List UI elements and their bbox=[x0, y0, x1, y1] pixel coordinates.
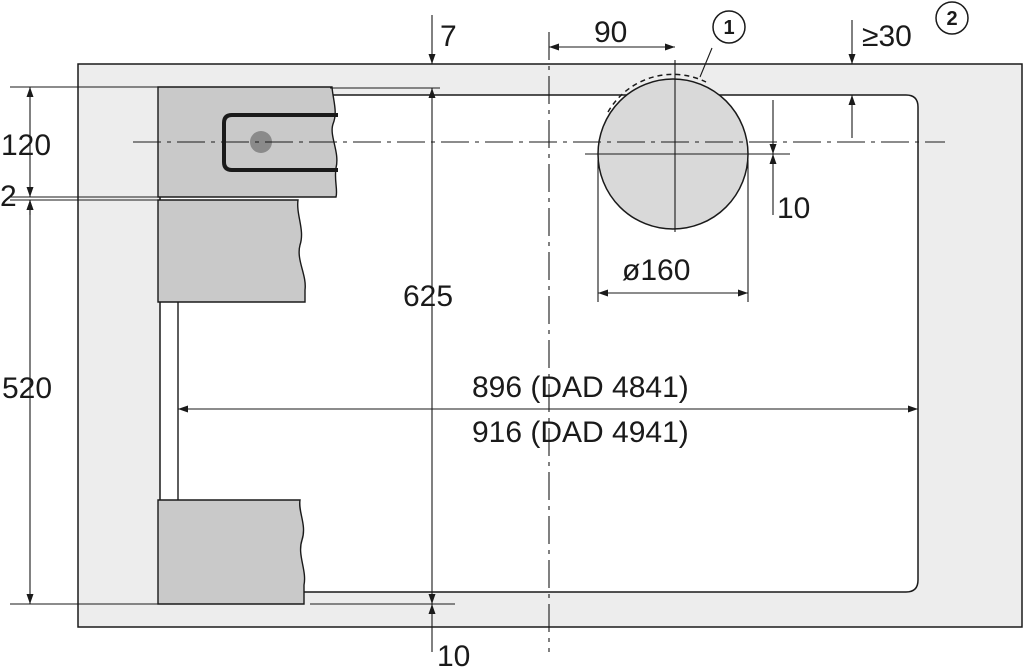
cabinet-front-middle bbox=[157, 199, 306, 303]
dim-height-lower: 520 bbox=[2, 372, 52, 405]
cabinet-front-bottom bbox=[157, 499, 306, 605]
svg-text:2: 2 bbox=[946, 8, 957, 30]
dim-clearance: ≥30 bbox=[862, 20, 912, 53]
dim-bottom-gap: 10 bbox=[437, 640, 470, 669]
dim-width-b: 916 (DAD 4941) bbox=[472, 416, 689, 449]
dim-depth: 625 bbox=[403, 280, 453, 313]
dim-height-upper: 120 bbox=[1, 129, 51, 162]
dim-gap-small: 2 bbox=[0, 180, 17, 213]
circle-dashed-upper bbox=[607, 73, 707, 113]
dim-width-a: 896 (DAD 4841) bbox=[472, 371, 689, 404]
callout-leader bbox=[699, 47, 713, 78]
callout-marker-2: 2 bbox=[935, 1, 969, 35]
dim-diameter: ø160 bbox=[622, 254, 690, 287]
svg-text:1: 1 bbox=[723, 17, 734, 39]
dim-top-gap: 7 bbox=[440, 20, 457, 53]
dim-duct-offset: 90 bbox=[594, 16, 627, 49]
dim-circle-offset: 10 bbox=[777, 192, 810, 225]
handle-knob bbox=[250, 131, 272, 153]
callout-marker-1: 1 bbox=[712, 10, 746, 44]
appliance-outline bbox=[159, 94, 919, 593]
